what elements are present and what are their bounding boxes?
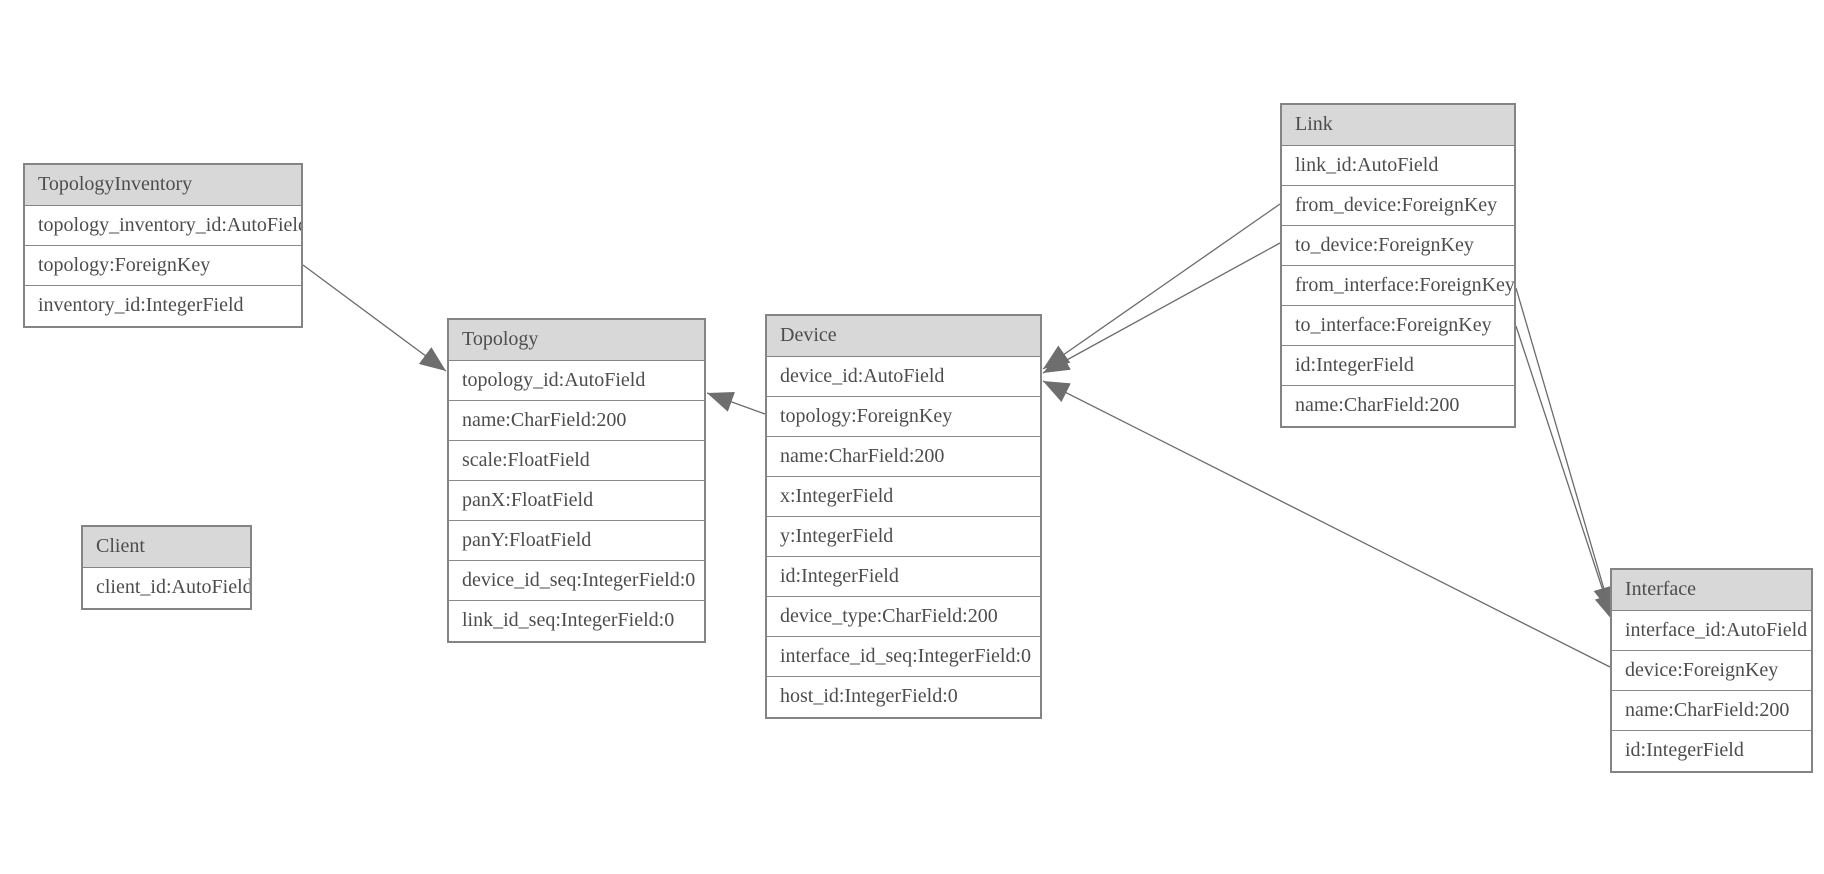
field-row-link-0: link_id:AutoField bbox=[1282, 146, 1514, 186]
field-row-device-6: device_type:CharField:200 bbox=[767, 597, 1040, 637]
field-row-topology-1: name:CharField:200 bbox=[449, 401, 704, 441]
field-row-topology-2: scale:FloatField bbox=[449, 441, 704, 481]
relation-link-from_interface-to-interface bbox=[1515, 287, 1614, 614]
field-row-interface-3: id:IntegerField bbox=[1612, 731, 1811, 771]
field-row-device-0: device_id:AutoField bbox=[767, 357, 1040, 397]
field-row-link-4: to_interface:ForeignKey bbox=[1282, 306, 1514, 346]
relation-topologyinventory-topology-to-topology bbox=[302, 264, 447, 372]
field-row-topology-6: link_id_seq:IntegerField:0 bbox=[449, 601, 704, 641]
field-row-interface-1: device:ForeignKey bbox=[1612, 651, 1811, 691]
relation-link-from_device-to-device bbox=[1042, 203, 1281, 370]
entity-title-topology: Topology bbox=[449, 320, 704, 361]
field-row-topology-4: panY:FloatField bbox=[449, 521, 704, 561]
field-row-topology-5: device_id_seq:IntegerField:0 bbox=[449, 561, 704, 601]
field-row-link-1: from_device:ForeignKey bbox=[1282, 186, 1514, 226]
field-row-device-5: id:IntegerField bbox=[767, 557, 1040, 597]
field-row-topology-inventory-0: topology_inventory_id:AutoField bbox=[25, 206, 301, 246]
relation-device-topology-to-topology bbox=[706, 391, 766, 415]
field-row-interface-2: name:CharField:200 bbox=[1612, 691, 1811, 731]
relation-link-to_device-to-device bbox=[1042, 242, 1281, 374]
field-row-device-7: interface_id_seq:IntegerField:0 bbox=[767, 637, 1040, 677]
field-row-device-4: y:IntegerField bbox=[767, 517, 1040, 557]
field-row-link-3: from_interface:ForeignKey bbox=[1282, 266, 1514, 306]
field-row-topology-0: topology_id:AutoField bbox=[449, 361, 704, 401]
field-row-device-3: x:IntegerField bbox=[767, 477, 1040, 517]
field-row-topology-inventory-2: inventory_id:IntegerField bbox=[25, 286, 301, 326]
field-row-link-6: name:CharField:200 bbox=[1282, 386, 1514, 426]
field-row-link-2: to_device:ForeignKey bbox=[1282, 226, 1514, 266]
field-row-topology-3: panX:FloatField bbox=[449, 481, 704, 521]
field-row-client-0: client_id:AutoField bbox=[83, 568, 250, 608]
entity-title-link: Link bbox=[1282, 105, 1514, 146]
entity-title-device: Device bbox=[767, 316, 1040, 357]
field-row-device-2: name:CharField:200 bbox=[767, 437, 1040, 477]
entity-title-topology-inventory: TopologyInventory bbox=[25, 165, 301, 206]
entity-title-interface: Interface bbox=[1612, 570, 1811, 611]
field-row-topology-inventory-1: topology:ForeignKey bbox=[25, 246, 301, 286]
field-row-device-1: topology:ForeignKey bbox=[767, 397, 1040, 437]
entity-title-client: Client bbox=[83, 527, 250, 568]
field-row-link-5: id:IntegerField bbox=[1282, 346, 1514, 386]
relation-link-to_interface-to-interface bbox=[1515, 325, 1615, 622]
field-row-device-8: host_id:IntegerField:0 bbox=[767, 677, 1040, 717]
field-row-interface-0: interface_id:AutoField bbox=[1612, 611, 1811, 651]
